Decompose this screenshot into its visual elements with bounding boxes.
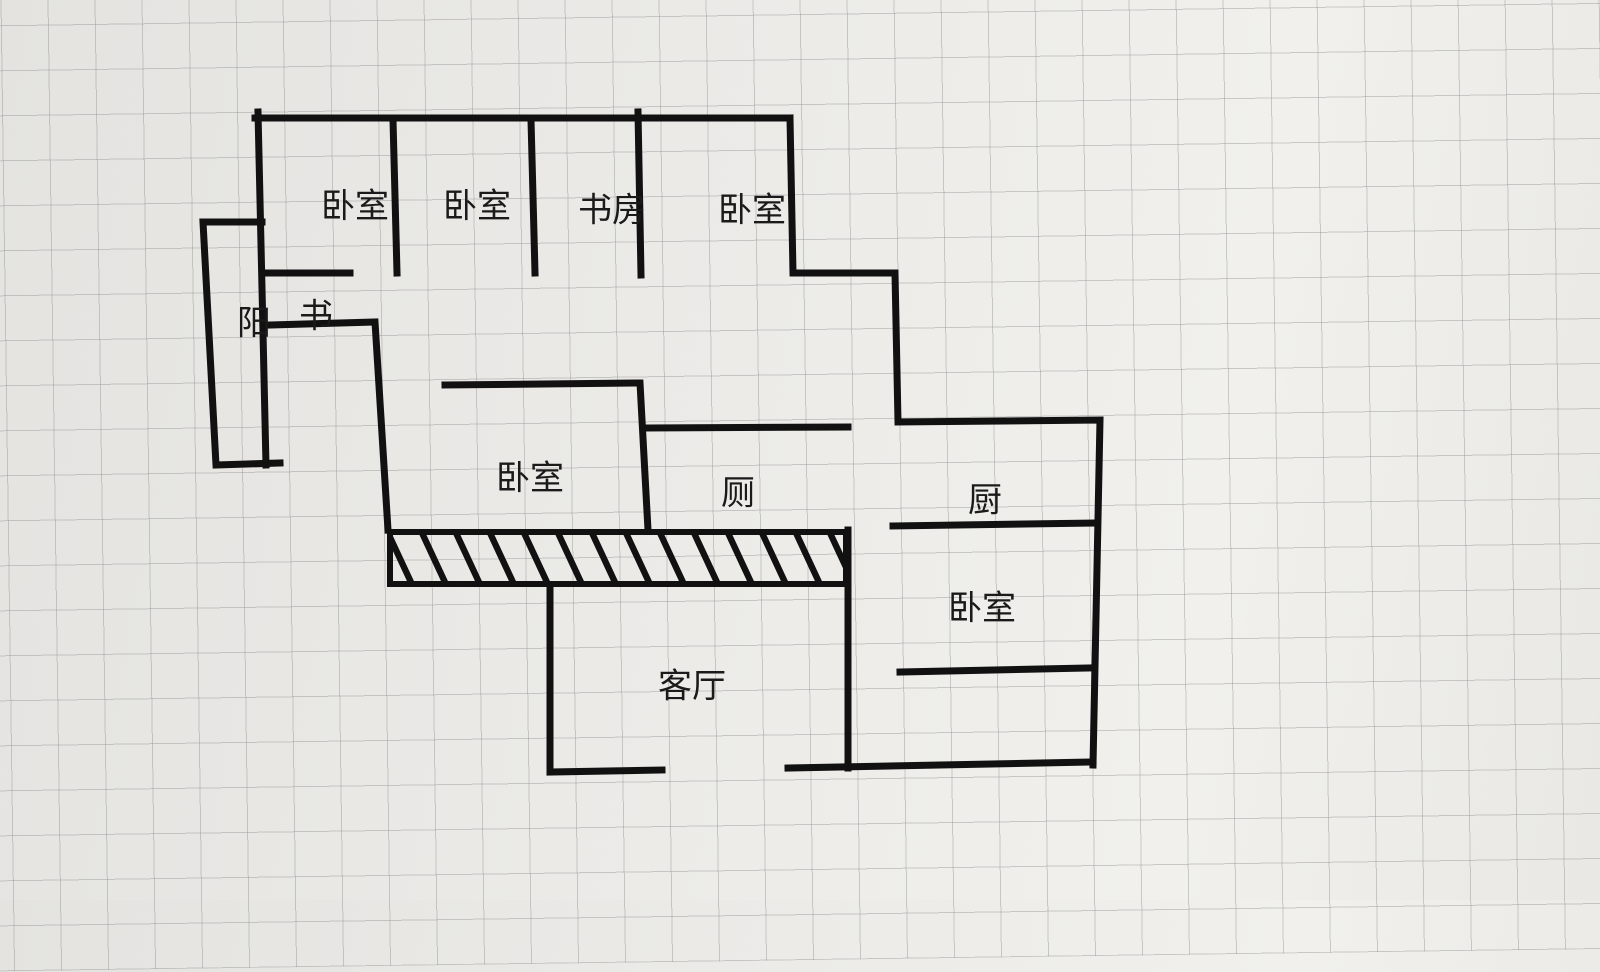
floor-plan <box>199 108 1104 776</box>
room-label-toilet: 厕 <box>721 473 755 514</box>
room-label-balcony: 阳 <box>237 303 271 344</box>
room-label-bedroom-middle: 卧室 <box>496 458 564 499</box>
room-label-bedroom-right: 卧室 <box>948 588 1016 629</box>
room-label-kitchen: 厨 <box>968 480 1002 521</box>
walls <box>199 108 1104 776</box>
room-label-bedroom-1: 卧室 <box>321 186 389 227</box>
hatched-wall <box>387 529 849 587</box>
room-label-study-left: 书 <box>299 296 333 337</box>
room-label-bedroom-3: 卧室 <box>718 190 786 231</box>
room-label-study: 书房 <box>578 190 646 231</box>
room-label-bedroom-2: 卧室 <box>443 186 511 227</box>
room-label-living-room: 客厅 <box>658 666 726 707</box>
